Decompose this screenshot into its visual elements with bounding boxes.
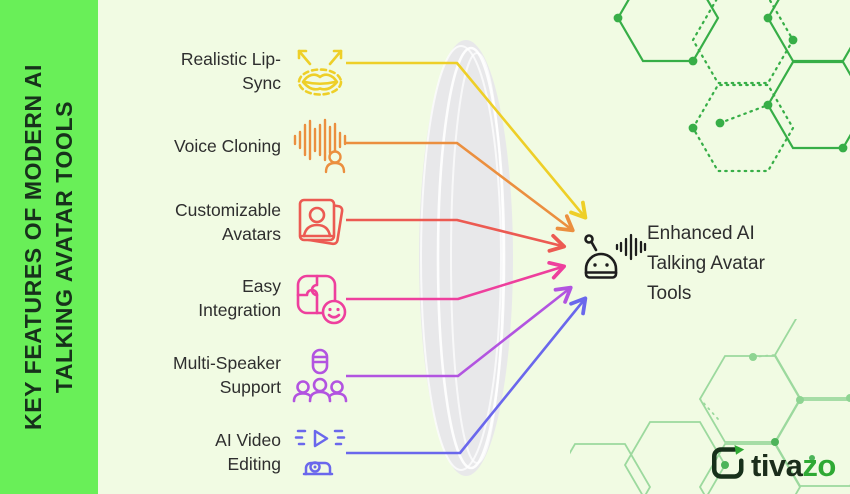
feature-label-line: Support	[219, 377, 281, 397]
feature-ai-video-editing: AI Video Editing	[100, 412, 350, 492]
puzzle-smiley-icon	[290, 268, 350, 328]
brand-logo-text: tivazo	[751, 448, 836, 484]
brand-logo-icon	[709, 444, 745, 487]
arrow-multi-speaker-support	[346, 285, 573, 378]
center-disc-ellipse	[419, 40, 513, 476]
page-title: KEY FEATURES OF MODERN AI TALKING AVATAR…	[0, 0, 98, 494]
feature-label: Easy Integration	[198, 274, 281, 322]
result-label-line: Talking Avatar	[647, 253, 765, 274]
feature-label-line: Multi-Speaker	[173, 353, 281, 373]
feature-label-line: Voice Cloning	[173, 136, 281, 156]
feature-label-line: Integration	[198, 300, 281, 320]
brand-text-dark: tiva	[751, 447, 803, 483]
feature-label: Customizable Avatars	[175, 198, 281, 246]
feature-voice-cloning: Voice Cloning	[100, 106, 350, 186]
result-label: Enhanced AI Talking Avatar Tools	[647, 219, 765, 309]
hex-pattern-bottom-right	[570, 319, 850, 494]
feature-label-line: Easy	[242, 276, 281, 296]
result-label-line: Enhanced AI	[647, 223, 755, 244]
lips-sync-icon	[290, 41, 350, 101]
feature-customizable-avatars: Customizable Avatars	[100, 182, 350, 262]
hex-pattern-top-right	[613, 0, 850, 173]
feature-realistic-lip-sync: Realistic Lip- Sync	[100, 31, 350, 111]
feature-label: Realistic Lip- Sync	[181, 47, 281, 95]
brand-text-green: zo	[802, 447, 836, 483]
page-title-line-1: KEY FEATURES OF MODERN AI	[20, 64, 46, 430]
voice-waveform-icon	[290, 116, 350, 176]
result-label-line: Tools	[647, 283, 692, 304]
brand-logo: tivazo	[709, 444, 836, 487]
arrow-easy-integration	[346, 260, 566, 301]
feature-label-line: Customizable	[174, 200, 281, 220]
feature-easy-integration: Easy Integration	[100, 258, 350, 338]
arrow-voice-cloning	[346, 141, 575, 233]
feature-label-line: Editing	[227, 454, 281, 474]
talking-robot-icon	[577, 227, 649, 292]
avatar-cards-icon	[290, 192, 350, 252]
feature-label: AI Video Editing	[215, 428, 281, 476]
feature-label-line: Avatars	[221, 224, 281, 244]
feature-label: Multi-Speaker Support	[173, 351, 281, 399]
multi-speaker-icon	[290, 345, 350, 405]
feature-label-line: Realistic Lip-	[180, 49, 281, 69]
video-editing-icon	[290, 422, 350, 482]
arrow-ai-video-editing	[346, 296, 588, 455]
feature-label-line: Sync	[242, 73, 281, 93]
feature-multi-speaker-support: Multi-Speaker Support	[100, 335, 350, 415]
sidebar-green-bar	[0, 0, 98, 494]
page-title-line-2: TALKING AVATAR TOOLS	[51, 100, 77, 394]
arrow-customizable-avatars	[346, 218, 567, 253]
feature-label-line: AI Video	[215, 430, 281, 450]
feature-label: Voice Cloning	[174, 134, 281, 158]
arrow-realistic-lip-sync	[346, 61, 588, 220]
